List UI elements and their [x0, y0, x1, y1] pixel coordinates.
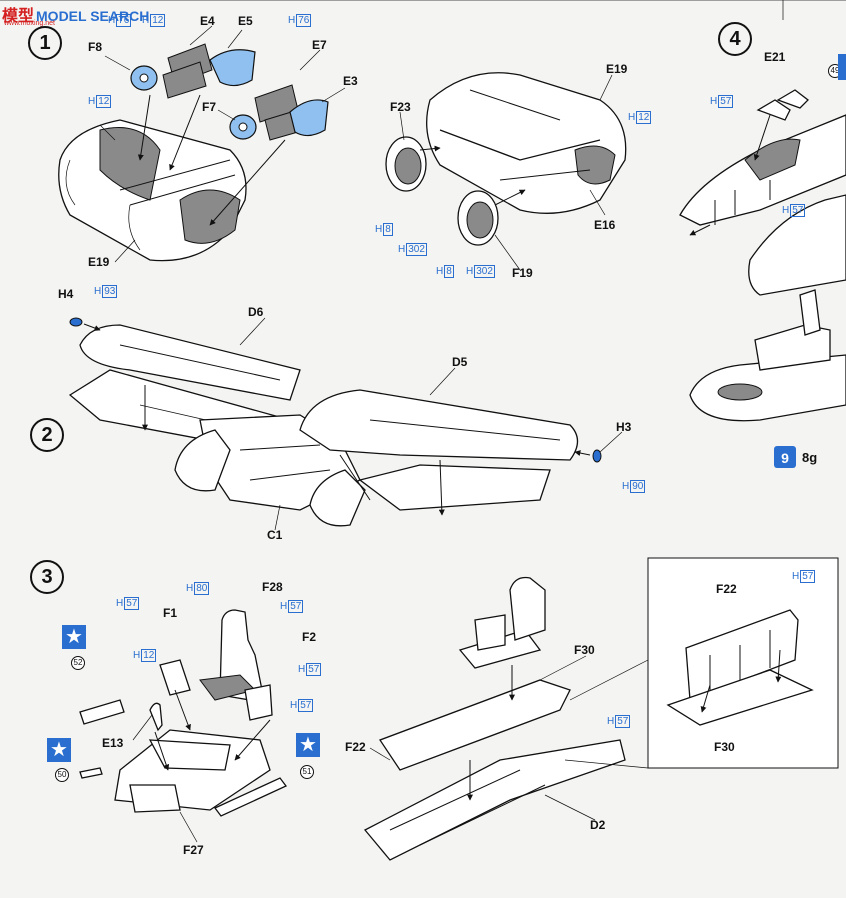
step3-cockpit-tub [363, 576, 626, 861]
label-C1: C1 [267, 528, 283, 542]
label-E13: E13 [102, 736, 124, 750]
watermark-url: www.moxing.net [4, 20, 55, 27]
label-F27: F27 [183, 843, 204, 857]
label-F30-detail: F30 [714, 740, 735, 754]
label-F2: F2 [302, 630, 317, 644]
step-1-badge: 1 [28, 26, 62, 60]
label-F30-main: F30 [574, 643, 595, 657]
label-E16: E16 [594, 218, 616, 232]
step-3-badge: 3 [30, 560, 64, 594]
label-H4: H4 [58, 287, 74, 301]
step3-panels [79, 699, 288, 817]
label-F8: F8 [88, 40, 103, 54]
label-D6: D6 [248, 305, 264, 319]
label-E21: E21 [764, 50, 786, 64]
step3-seat [149, 609, 273, 732]
label-F23: F23 [390, 100, 411, 114]
label-D2: D2 [590, 818, 606, 832]
label-F19: F19 [512, 266, 533, 280]
step1-duct-parts [162, 43, 329, 141]
step-4-badge: 4 [718, 22, 752, 56]
watermark-search: MODEL SEARCH [36, 8, 150, 24]
star-icon: ★ [296, 733, 320, 757]
step2-fuselage-lower [174, 414, 366, 527]
label-F7: F7 [202, 100, 217, 114]
step2-wing-right [299, 389, 579, 511]
label-D5: D5 [452, 355, 468, 369]
decal-50: 50 [55, 768, 69, 782]
parts-bag-label: 8g [802, 450, 818, 465]
label-E19-left: E19 [88, 255, 110, 269]
star-icon: ★ [47, 738, 71, 762]
label-F22-detail: F22 [716, 582, 737, 596]
label-E7: E7 [312, 38, 327, 52]
edge-tab [838, 54, 846, 80]
label-E3: E3 [343, 74, 358, 88]
watermark-brand: 模型 [2, 8, 35, 25]
label-H3: H3 [616, 420, 632, 434]
step1-intake-left [58, 119, 247, 262]
parts-bag-icon: 9 [774, 446, 796, 468]
label-F28: F28 [262, 580, 283, 594]
decal-51: 51 [300, 765, 314, 779]
label-F1: F1 [163, 606, 178, 620]
step-2-badge: 2 [30, 418, 64, 452]
star-icon: ★ [62, 625, 86, 649]
step1-fans [130, 65, 257, 140]
label-E19-right: E19 [606, 62, 628, 76]
label-E4: E4 [200, 14, 215, 28]
decal-52: 52 [71, 656, 85, 670]
step1-exhaust [385, 72, 627, 246]
label-F22-main: F22 [345, 740, 366, 754]
step3-tub [114, 729, 271, 813]
step4-cockpit [679, 89, 846, 422]
label-E5: E5 [238, 14, 253, 28]
